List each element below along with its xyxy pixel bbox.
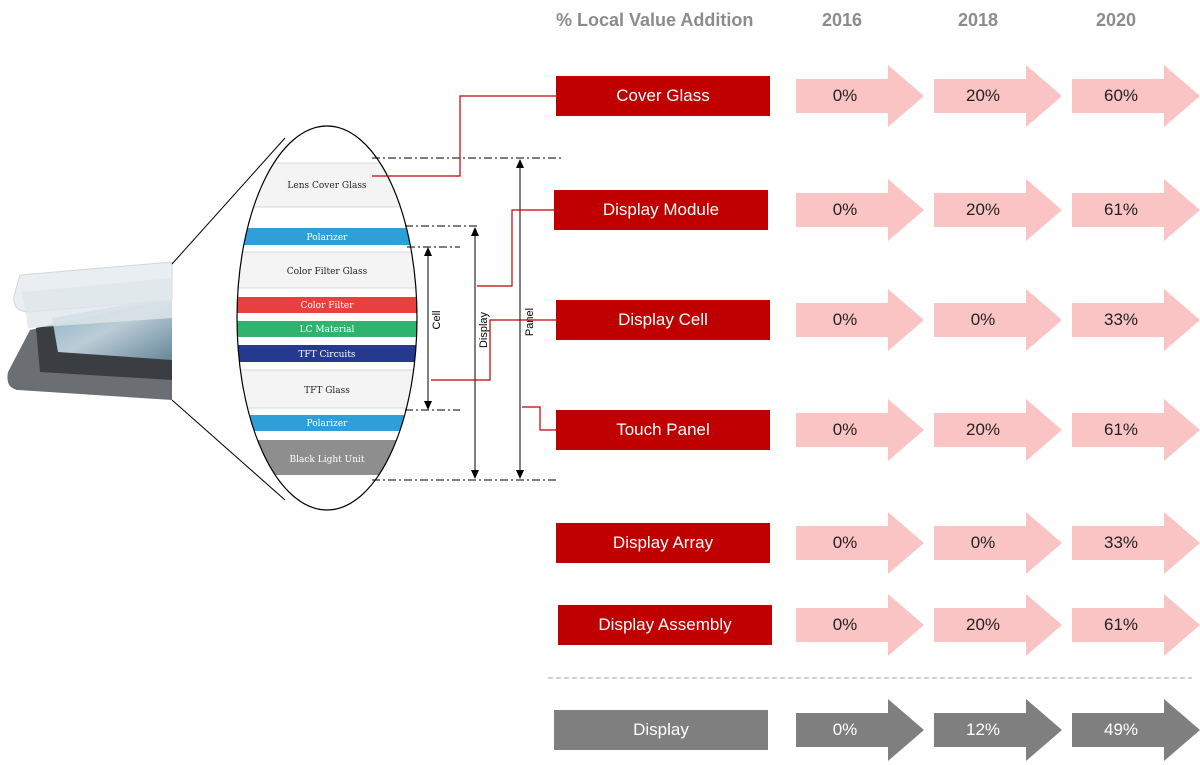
value-text: 49%	[1103, 720, 1139, 739]
value-text: 60%	[1103, 86, 1139, 105]
value-arrow-2018: 0%	[934, 289, 1062, 351]
value-arrow-2020: 33%	[1072, 289, 1200, 351]
layer-tft-glass: TFT Glass	[304, 386, 350, 396]
value-arrow-2020: 61%	[1072, 399, 1200, 461]
row-label-touch-panel: Touch Panel	[556, 410, 770, 450]
value-arrow-2018: 20%	[934, 179, 1062, 241]
value-arrow-2016: 0%	[796, 399, 924, 461]
dimension-arrows	[427, 166, 521, 472]
header-title: % Local Value Addition	[556, 10, 754, 30]
layer-black-light-unit: Black Light Unit	[290, 455, 365, 465]
value-text: 20%	[965, 420, 1001, 439]
value-arrow-2016: 0%	[796, 512, 924, 574]
value-arrow-2020: 33%	[1072, 512, 1200, 574]
value-text: 20%	[965, 86, 1001, 105]
layer-lc-material: LC Material	[300, 325, 355, 335]
value-text: 0%	[832, 420, 858, 439]
value-text: 12%	[965, 720, 1001, 739]
phone-illustration	[7, 261, 173, 400]
row-label-cover-glass: Cover Glass	[556, 76, 770, 116]
value-arrow-2016: 0%	[796, 65, 924, 127]
value-arrow-2016: 0%	[796, 289, 924, 351]
dimension-display-label: Display	[478, 311, 490, 348]
row-label-display-cell: Display Cell	[556, 300, 770, 340]
header-year-2016: 2016	[822, 10, 863, 30]
value-arrow-2018: 20%	[934, 65, 1062, 127]
dimension-cell-label: Cell	[431, 311, 443, 330]
value-arrow-2016: 0%	[796, 699, 924, 761]
value-arrow-2018: 0%	[934, 512, 1062, 574]
value-text: 20%	[965, 615, 1001, 634]
value-arrow-2016: 0%	[796, 179, 924, 241]
value-text: 0%	[832, 310, 858, 329]
row-label-display-module: Display Module	[554, 190, 768, 230]
total-label-display: Display	[554, 710, 768, 750]
value-arrow-2020: 61%	[1072, 594, 1200, 656]
value-text: 0%	[970, 533, 996, 552]
layer-polarizer-bottom: Polarizer	[307, 419, 349, 429]
value-arrow-2020: 60%	[1072, 65, 1200, 127]
dimension-panel-label: Panel	[524, 308, 536, 336]
value-arrow-2016: 0%	[796, 594, 924, 656]
layer-polarizer-top: Polarizer	[307, 233, 349, 243]
value-text: 61%	[1103, 420, 1139, 439]
value-arrow-2020: 49%	[1072, 699, 1200, 761]
value-text: 0%	[970, 310, 996, 329]
value-arrow-2018: 12%	[934, 699, 1062, 761]
layer-tft-circuits: TFT Circuits	[298, 350, 356, 360]
value-text: 0%	[832, 86, 858, 105]
header-year-2018: 2018	[958, 10, 999, 30]
value-arrow-2018: 20%	[934, 399, 1062, 461]
value-text: 20%	[965, 200, 1001, 219]
value-text: 0%	[832, 533, 858, 552]
value-text: 61%	[1103, 200, 1139, 219]
value-text: 0%	[832, 615, 858, 634]
value-text: 0%	[832, 720, 858, 739]
header-year-2020: 2020	[1096, 10, 1137, 30]
value-arrow-2018: 20%	[934, 594, 1062, 656]
value-arrow-2020: 61%	[1072, 179, 1200, 241]
value-text: 0%	[832, 200, 858, 219]
layer-lens-cover-glass: Lens Cover Glass	[287, 181, 367, 191]
connector-lines	[372, 95, 556, 431]
row-label-display-array: Display Array	[556, 523, 770, 563]
layer-color-filter: Color Filter	[300, 301, 354, 311]
value-text: 33%	[1103, 533, 1139, 552]
value-text: 61%	[1103, 615, 1139, 634]
value-text: 33%	[1103, 310, 1139, 329]
row-label-display-assembly: Display Assembly	[558, 605, 772, 645]
layer-color-filter-glass: Color Filter Glass	[287, 267, 368, 277]
